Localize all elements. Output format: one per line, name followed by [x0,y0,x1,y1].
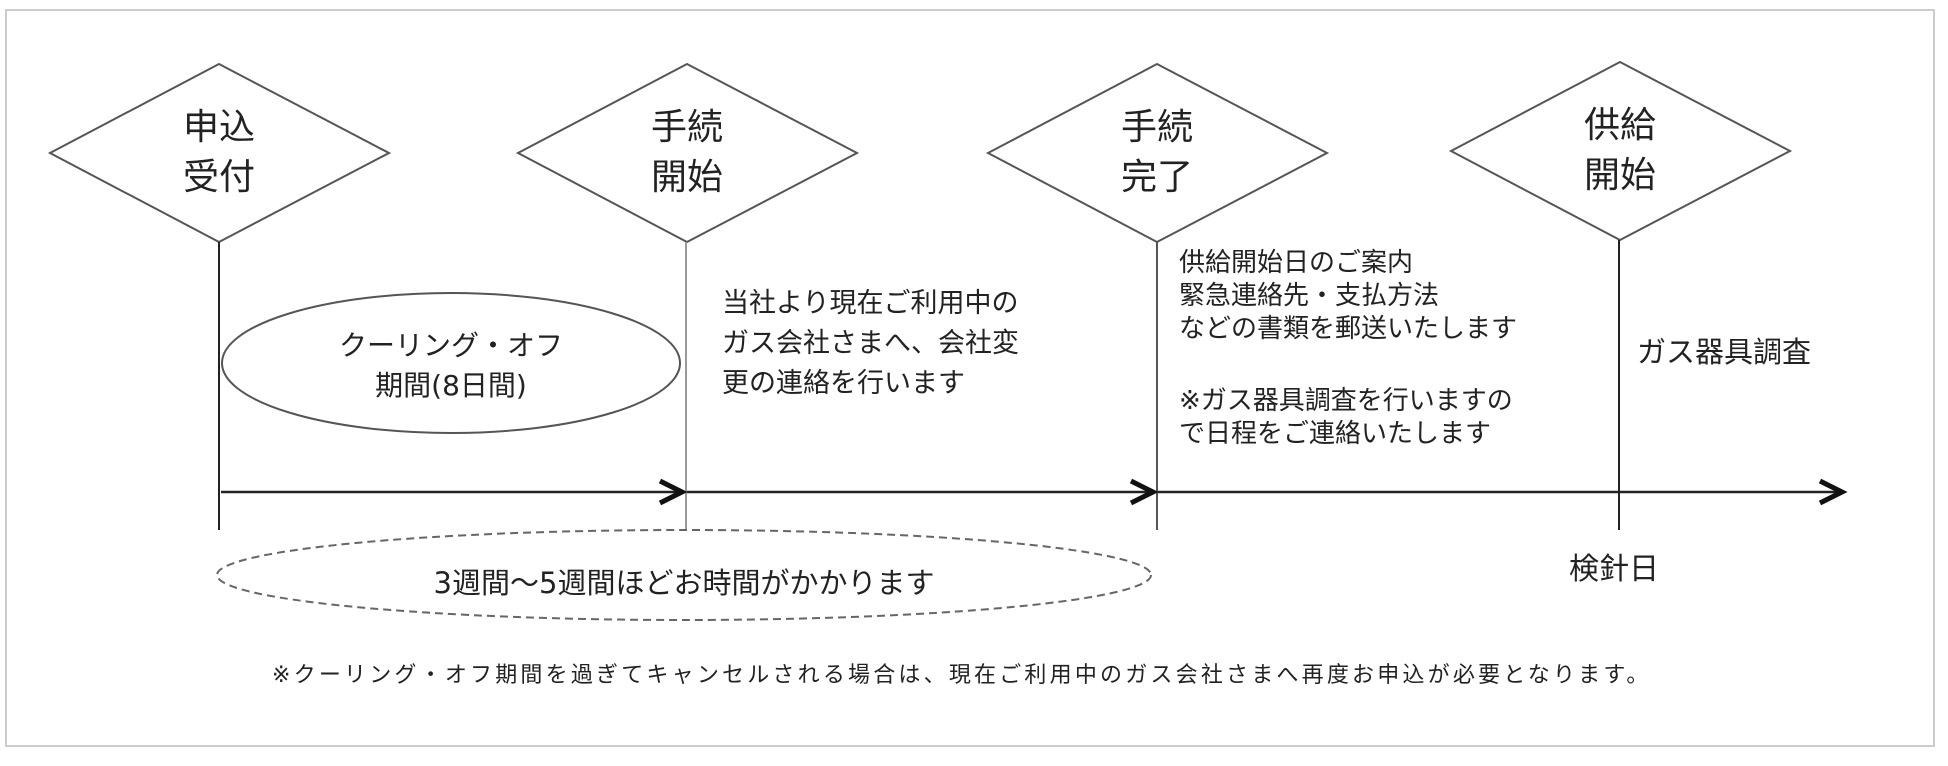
stage-label-procedure-complete: 手続 完了 [1057,103,1257,203]
stage-label-line: 申込 [182,107,255,148]
cooling-off-label: クーリング・オフ 期間(8日間) [221,326,681,406]
supply-start-note: ガス器具調査 [1637,335,1812,369]
stage-label-line: 開始 [650,157,723,198]
stage-label-line: 供給 [1583,105,1656,146]
note-line: ガス会社さまへ、会社変 [722,328,1019,359]
footnote: ※クーリング・オフ期間を過ぎてキャンセルされる場合は、現在ご利用中のガス会社さま… [272,663,1652,688]
stage-label-line: 受付 [182,157,255,198]
cooling-off-ellipse [221,292,681,434]
stage-label-procedure-start: 手続 開始 [587,103,787,203]
stage-label-application: 申込 受付 [119,103,319,203]
meter-reading-label: 検針日 [1569,552,1659,587]
note-line: で日程をご連絡いたします [1179,419,1492,449]
cooling-off-line: 期間(8日間) [375,369,527,402]
arrowhead-2-icon [1129,478,1159,506]
stage-label-line: 完了 [1120,157,1193,198]
duration-ellipse [216,529,1152,621]
stage-label-line: 手続 [1120,107,1193,148]
note-line: ※ガス器具調査を行いますの [1179,386,1513,416]
arrowhead-1-icon [658,478,688,506]
cooling-off-line: クーリング・オフ [338,329,563,362]
note-line: 供給開始日のご案内 [1179,248,1414,278]
procedure-complete-note: 供給開始日のご案内 緊急連絡先・支払方法 などの書類を郵送いたします ※ガス器具… [1179,247,1517,451]
note-line [1179,346,1517,379]
stage-label-supply-start: 供給 開始 [1520,101,1720,201]
stage-label-line: 手続 [650,107,723,148]
duration-label: 3週間～5週間ほどお時間がかかります [433,566,935,600]
note-line: 更の連絡を行います [722,368,965,399]
procedure-start-note: 当社より現在ご利用中の ガス会社さまへ、会社変 更の連絡を行います [722,284,1019,404]
note-line: などの書類を郵送いたします [1179,314,1518,344]
arrowhead-3-icon [1818,478,1848,506]
note-line: 当社より現在ご利用中の [722,288,1019,319]
note-line: 緊急連絡先・支払方法 [1179,281,1440,311]
diagram-frame [5,9,1935,747]
stage-label-line: 開始 [1583,155,1656,196]
